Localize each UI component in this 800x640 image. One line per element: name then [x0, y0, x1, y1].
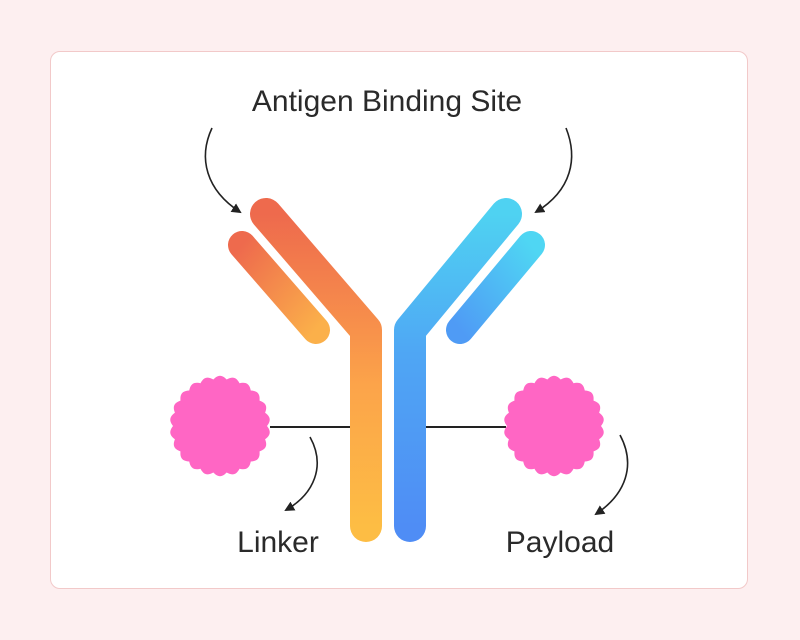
payload-label: Payload: [506, 526, 614, 559]
arrow-payload: [594, 434, 629, 516]
arrow-antigen-left: [204, 127, 242, 214]
arrow-antigen-right: [534, 127, 573, 214]
arrow-linker: [284, 436, 318, 511]
antigen-binding-site-label: Antigen Binding Site: [252, 85, 522, 118]
right-payload-blob: [504, 375, 604, 477]
left-light-chain: [228, 231, 330, 344]
right-light-chain: [446, 231, 545, 344]
right-heavy-chain: [394, 198, 522, 542]
left-payload-blob: [170, 375, 270, 477]
linker-label: Linker: [237, 526, 319, 559]
left-heavy-chain: [250, 198, 382, 542]
